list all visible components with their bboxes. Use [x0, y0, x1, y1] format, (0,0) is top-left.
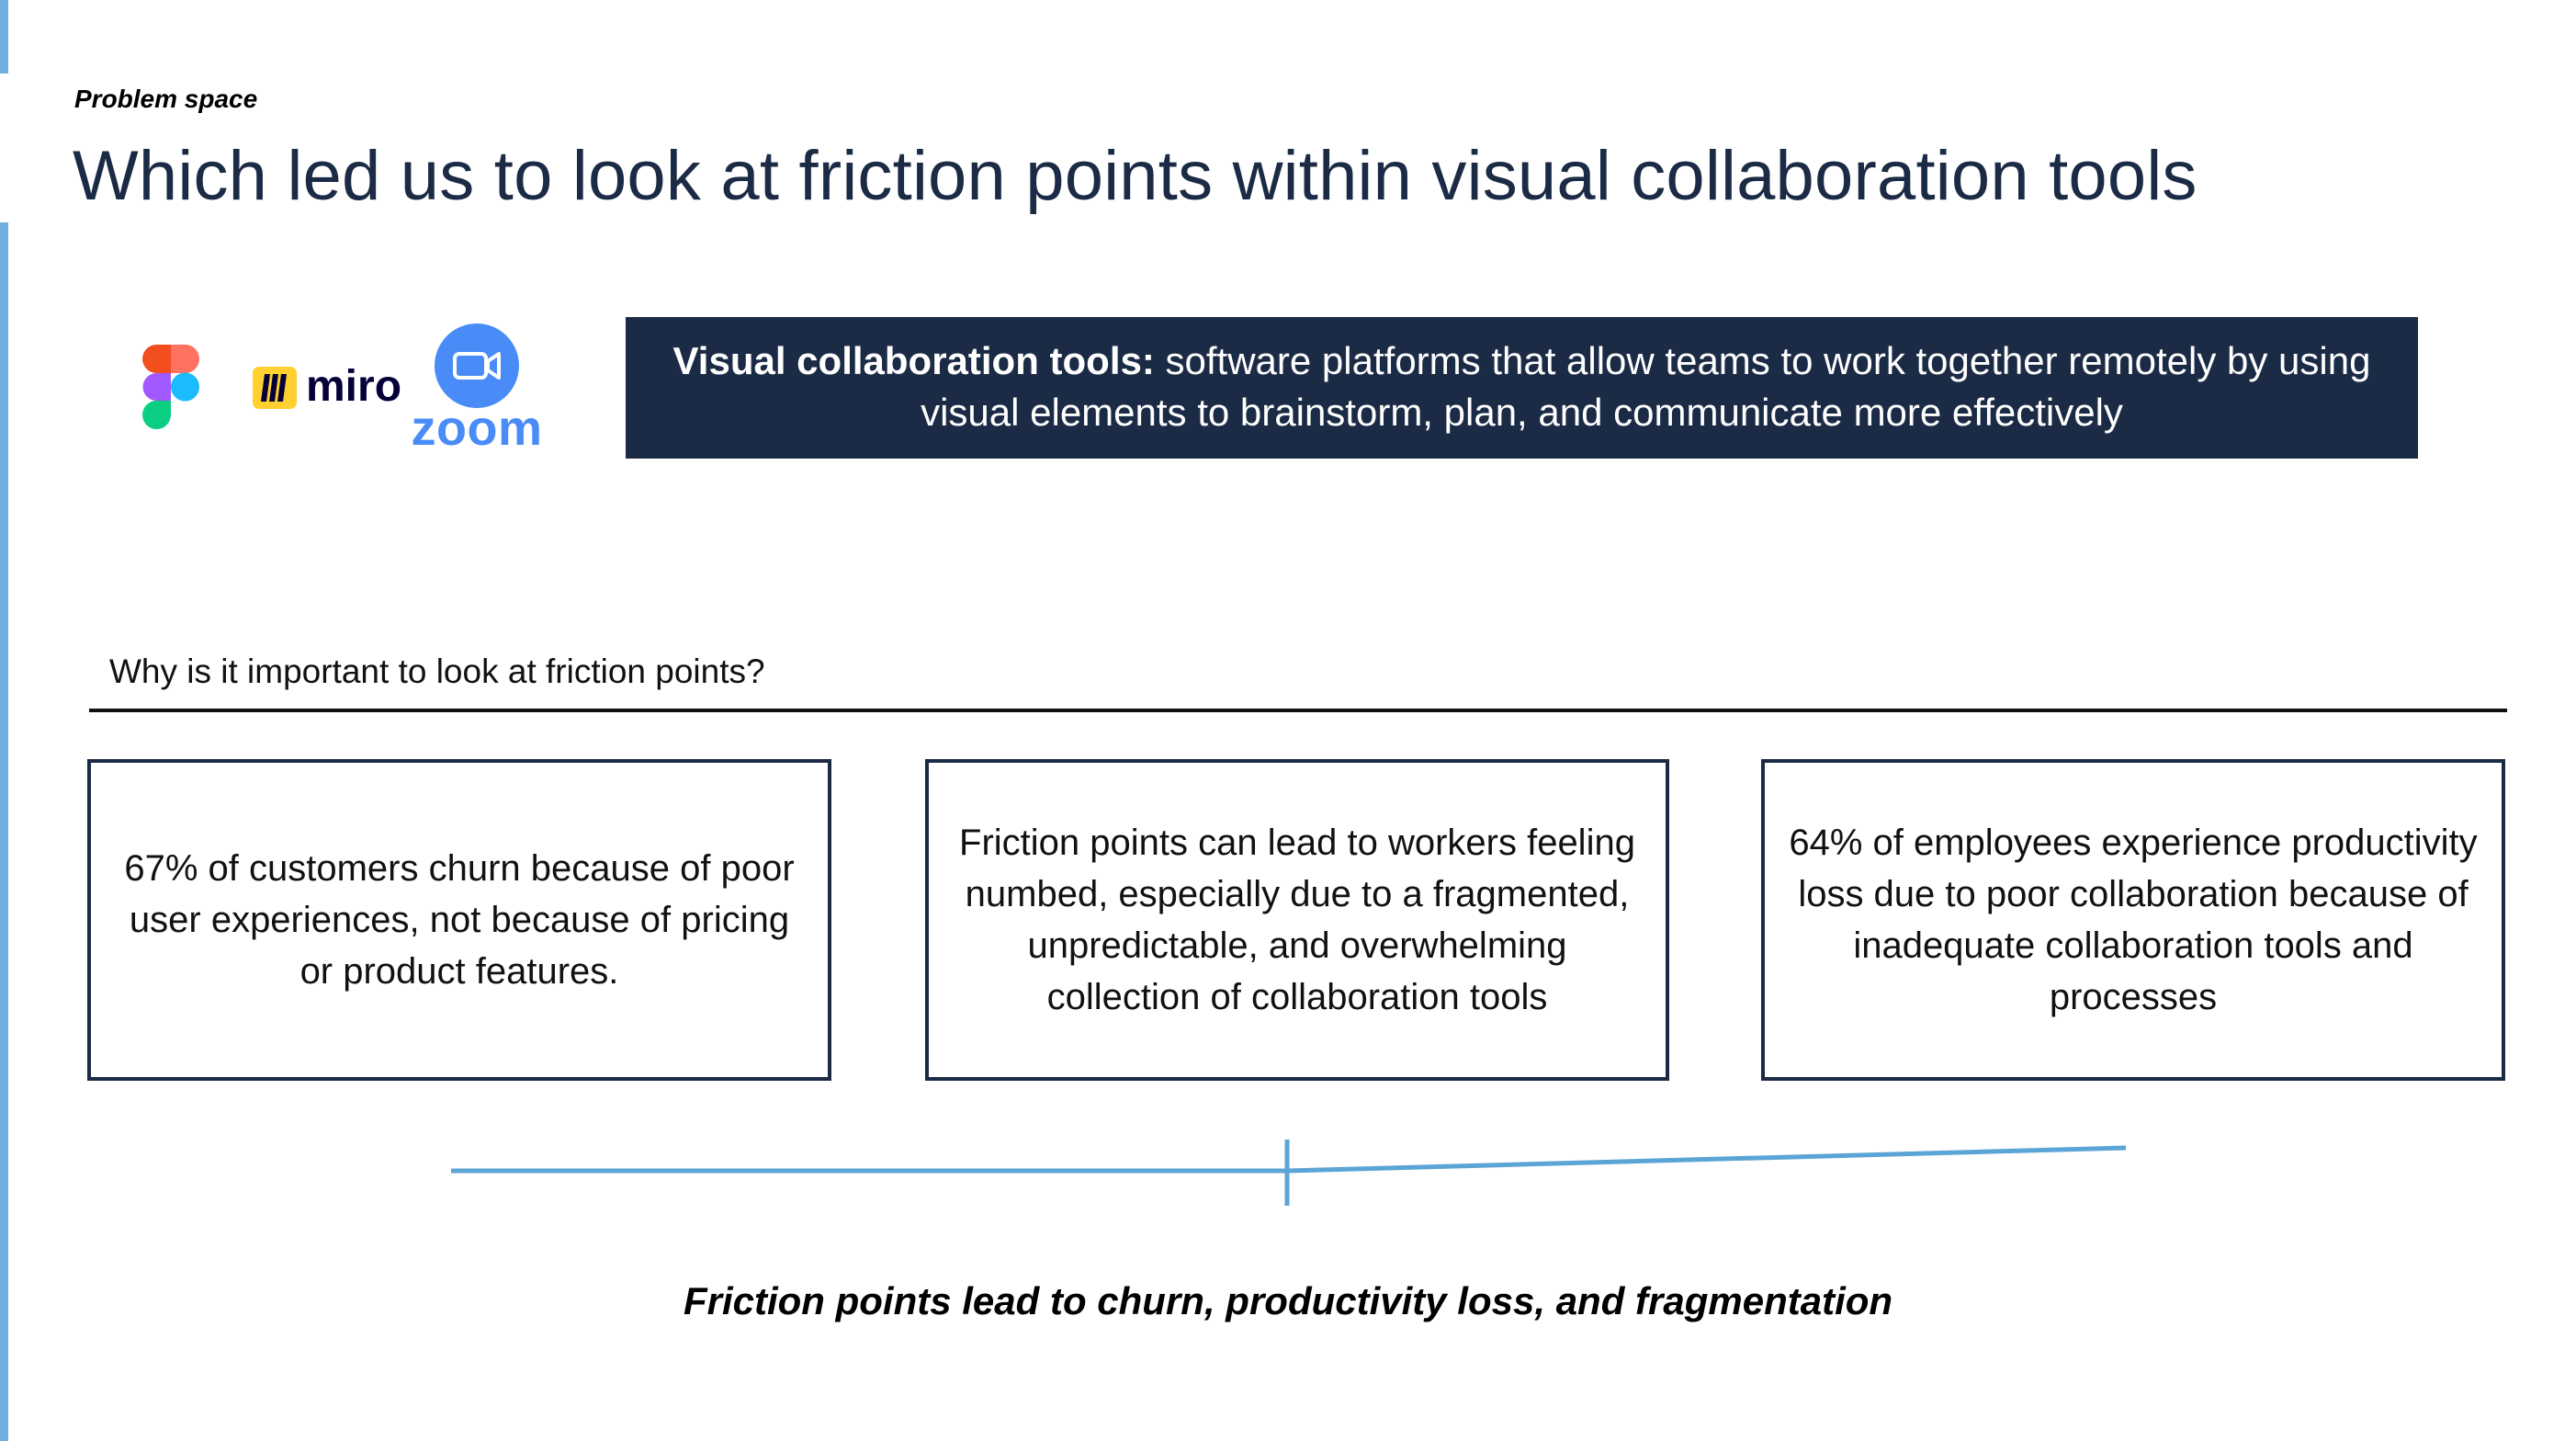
- card-text: Friction points can lead to workers feel…: [959, 823, 1635, 1017]
- miro-wordmark: miro: [306, 362, 402, 411]
- zoom-wordmark: zoom: [411, 401, 543, 456]
- divider-rule: [89, 709, 2507, 712]
- stat-card-productivity: 64% of employees experience productivity…: [1761, 759, 2505, 1081]
- zoom-logo: zoom: [409, 323, 556, 456]
- stat-card-churn: 67% of customers churn because of poor u…: [87, 759, 831, 1081]
- miro-logo-icon: [253, 367, 297, 409]
- card-text: 64% of employees experience productivity…: [1789, 823, 2478, 1017]
- accent-edge-bar: [0, 222, 8, 1441]
- miro-logo: miro: [253, 361, 402, 413]
- definition-box: Visual collaboration tools: software pla…: [626, 317, 2418, 459]
- page-title: Which led us to look at friction points …: [73, 137, 2198, 215]
- definition-text: software platforms that allow teams to w…: [921, 339, 2371, 434]
- connector-right-line: [1286, 1145, 2127, 1174]
- section-label: Problem space: [74, 85, 258, 113]
- zoom-logo-icon: [435, 323, 519, 408]
- section-question: Why is it important to look at friction …: [109, 652, 765, 690]
- card-text: 67% of customers churn because of poor u…: [124, 848, 795, 992]
- accent-edge-bar-top: [0, 0, 8, 74]
- stat-card-fragmentation: Friction points can lead to workers feel…: [925, 759, 1669, 1081]
- figma-logo-icon: [142, 345, 199, 429]
- definition-term: Visual collaboration tools:: [672, 339, 1155, 382]
- conclusion-text: Friction points lead to churn, productiv…: [683, 1279, 1893, 1322]
